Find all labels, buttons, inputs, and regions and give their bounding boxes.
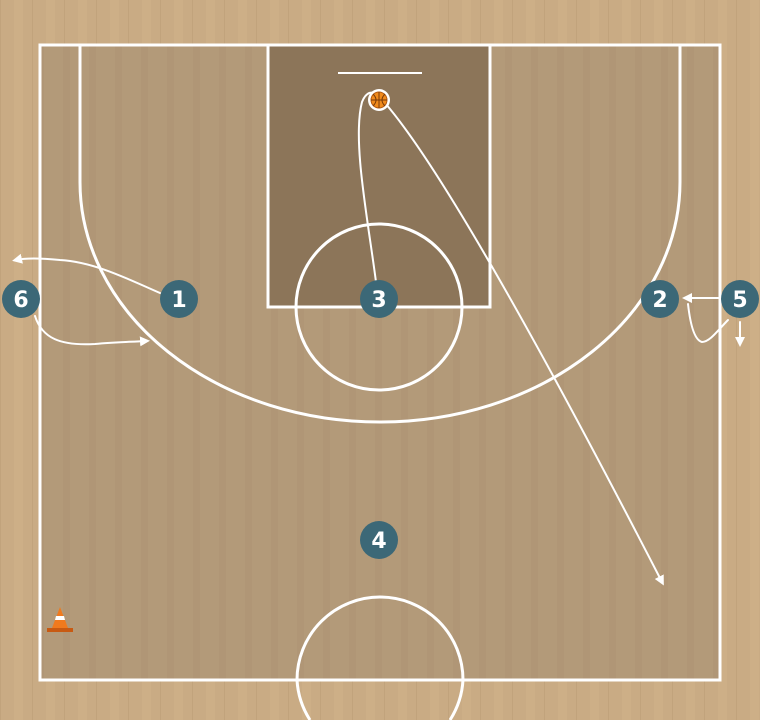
paint-area bbox=[268, 45, 490, 307]
basketball-icon bbox=[368, 89, 390, 111]
free-throw-circle bbox=[294, 222, 464, 392]
cut-path-player-1 bbox=[12, 253, 161, 294]
player-2-label: 2 bbox=[652, 288, 667, 313]
pass-path-to-corner bbox=[384, 102, 664, 586]
player-4-label: 4 bbox=[371, 529, 386, 554]
player-6-label: 6 bbox=[13, 288, 28, 313]
movement-lines bbox=[12, 91, 745, 586]
player-1[interactable]: 1 bbox=[160, 280, 198, 318]
center-circle bbox=[295, 595, 465, 681]
player-3-label: 3 bbox=[371, 288, 386, 313]
curl-path-player-5 bbox=[687, 303, 729, 344]
player-2[interactable]: 2 bbox=[641, 280, 679, 318]
player-4[interactable]: 4 bbox=[360, 521, 398, 559]
center-circle-lower-right bbox=[448, 679, 465, 720]
player-3[interactable]: 3 bbox=[360, 280, 398, 318]
cut-path-player-3 bbox=[357, 91, 379, 283]
player-5-label: 5 bbox=[732, 288, 747, 313]
player-1-label: 1 bbox=[171, 288, 186, 313]
cut-path-player-6 bbox=[34, 315, 150, 347]
player-5[interactable]: 5 bbox=[721, 280, 759, 318]
traffic-cone-icon bbox=[47, 607, 73, 632]
center-circle-lower bbox=[295, 679, 312, 720]
player-6[interactable]: 6 bbox=[2, 280, 40, 318]
